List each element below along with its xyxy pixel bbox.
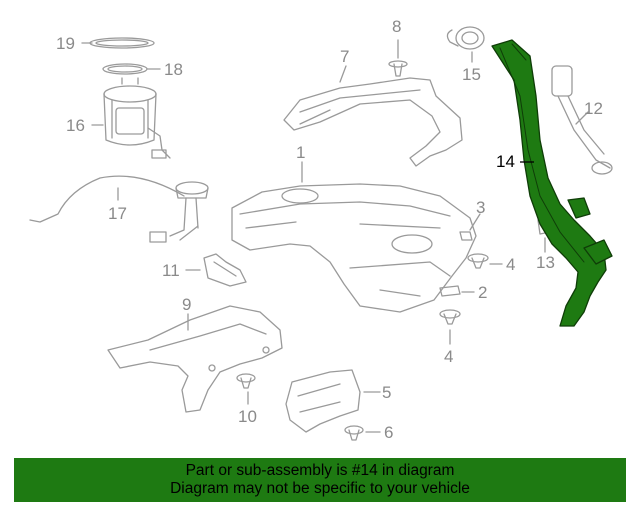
banner-line-part: Part or sub-assembly is #14 in diagram	[185, 462, 455, 479]
part-10-push-pin	[236, 373, 256, 389]
banner-line-disclaimer: Diagram may not be specific to your vehi…	[170, 480, 470, 497]
part-1-fuel-tank	[231, 183, 477, 313]
callout-10: 10	[238, 407, 257, 426]
info-banner: Part or sub-assembly is #14 in diagram D…	[14, 458, 626, 502]
parts-diagram	[29, 26, 613, 441]
part-11-bracket	[203, 253, 247, 287]
leader-12	[575, 111, 589, 125]
leader-3	[469, 213, 481, 231]
callout-16: 16	[66, 116, 85, 135]
part-12-filler-hose	[551, 65, 613, 175]
callout-8: 8	[392, 17, 402, 36]
part-7-heat-shield	[283, 77, 463, 167]
part-4-push-pin-lower	[439, 309, 461, 325]
part-2-strap-bracket	[439, 285, 461, 297]
callout-12: 12	[584, 99, 603, 118]
part-9-shield	[107, 305, 283, 413]
leader-7	[339, 65, 347, 83]
callout-14: 14	[496, 152, 515, 171]
callout-19: 19	[56, 34, 75, 53]
part-16-fuel-pump-module	[103, 77, 171, 159]
callout-9: 9	[182, 295, 192, 314]
part-17-fuel-level-sender	[29, 175, 209, 243]
callout-15: 15	[462, 65, 481, 84]
callout-6: 6	[384, 423, 394, 442]
callout-1: 1	[296, 143, 306, 162]
callout-4-lower: 4	[444, 347, 454, 366]
callout-4-upper: 4	[506, 255, 516, 274]
callout-5: 5	[382, 383, 392, 402]
part-6-push-pin	[344, 425, 364, 441]
callout-17: 17	[108, 204, 127, 223]
callout-3: 3	[476, 198, 486, 217]
callout-13: 13	[536, 253, 555, 272]
callout-18: 18	[164, 60, 183, 79]
callout-2: 2	[478, 283, 488, 302]
part-15-fuel-cap	[446, 26, 485, 50]
callout-11: 11	[162, 261, 180, 280]
part-3-clip	[459, 231, 473, 241]
part-18-lock-ring	[102, 63, 148, 75]
part-5-shield	[285, 369, 361, 433]
part-4-push-pin-upper	[467, 253, 489, 269]
callout-7: 7	[340, 47, 350, 66]
part-8-push-pin	[388, 60, 408, 77]
